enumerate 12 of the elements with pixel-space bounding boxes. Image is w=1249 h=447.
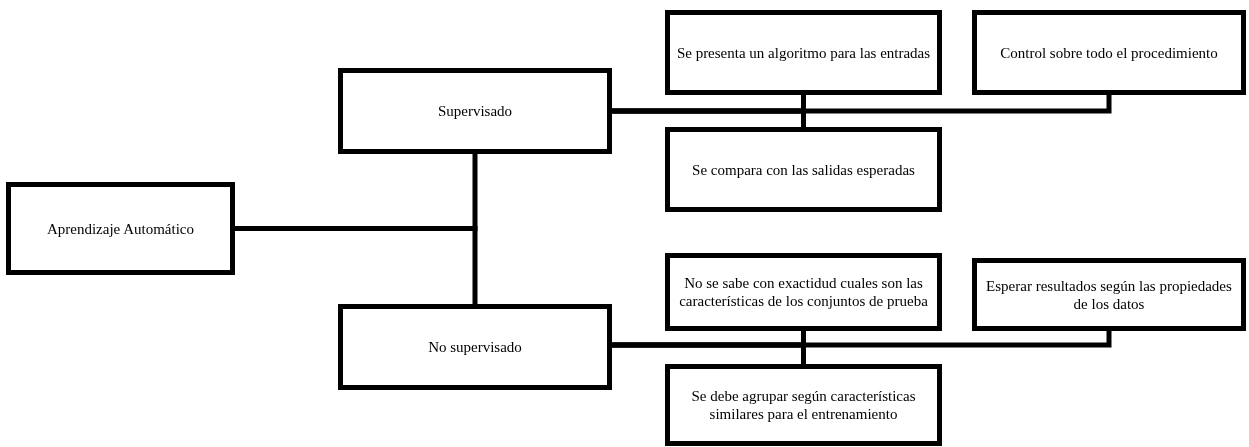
connector-line [235,226,478,304]
process-box: Aprendizaje Automático [6,182,235,275]
connector-line [612,95,1112,114]
process-box: Esperar resultados según las propiedades de los datos [972,258,1246,331]
process-box: Se debe agrupar según características similares para el entrenamiento [665,364,942,446]
connector-line [612,331,1112,348]
process-box: Supervisado [338,68,612,154]
process-box: Control sobre todo el procedimiento [972,10,1246,95]
process-box: No supervisado [338,304,612,390]
process-box: Se compara con las salidas esperadas [665,127,942,212]
process-box: Se presenta un algoritmo para las entradas [665,10,942,95]
process-box: No se sabe con exactidud cuales son las características de los conjuntos de prueba [665,253,942,331]
